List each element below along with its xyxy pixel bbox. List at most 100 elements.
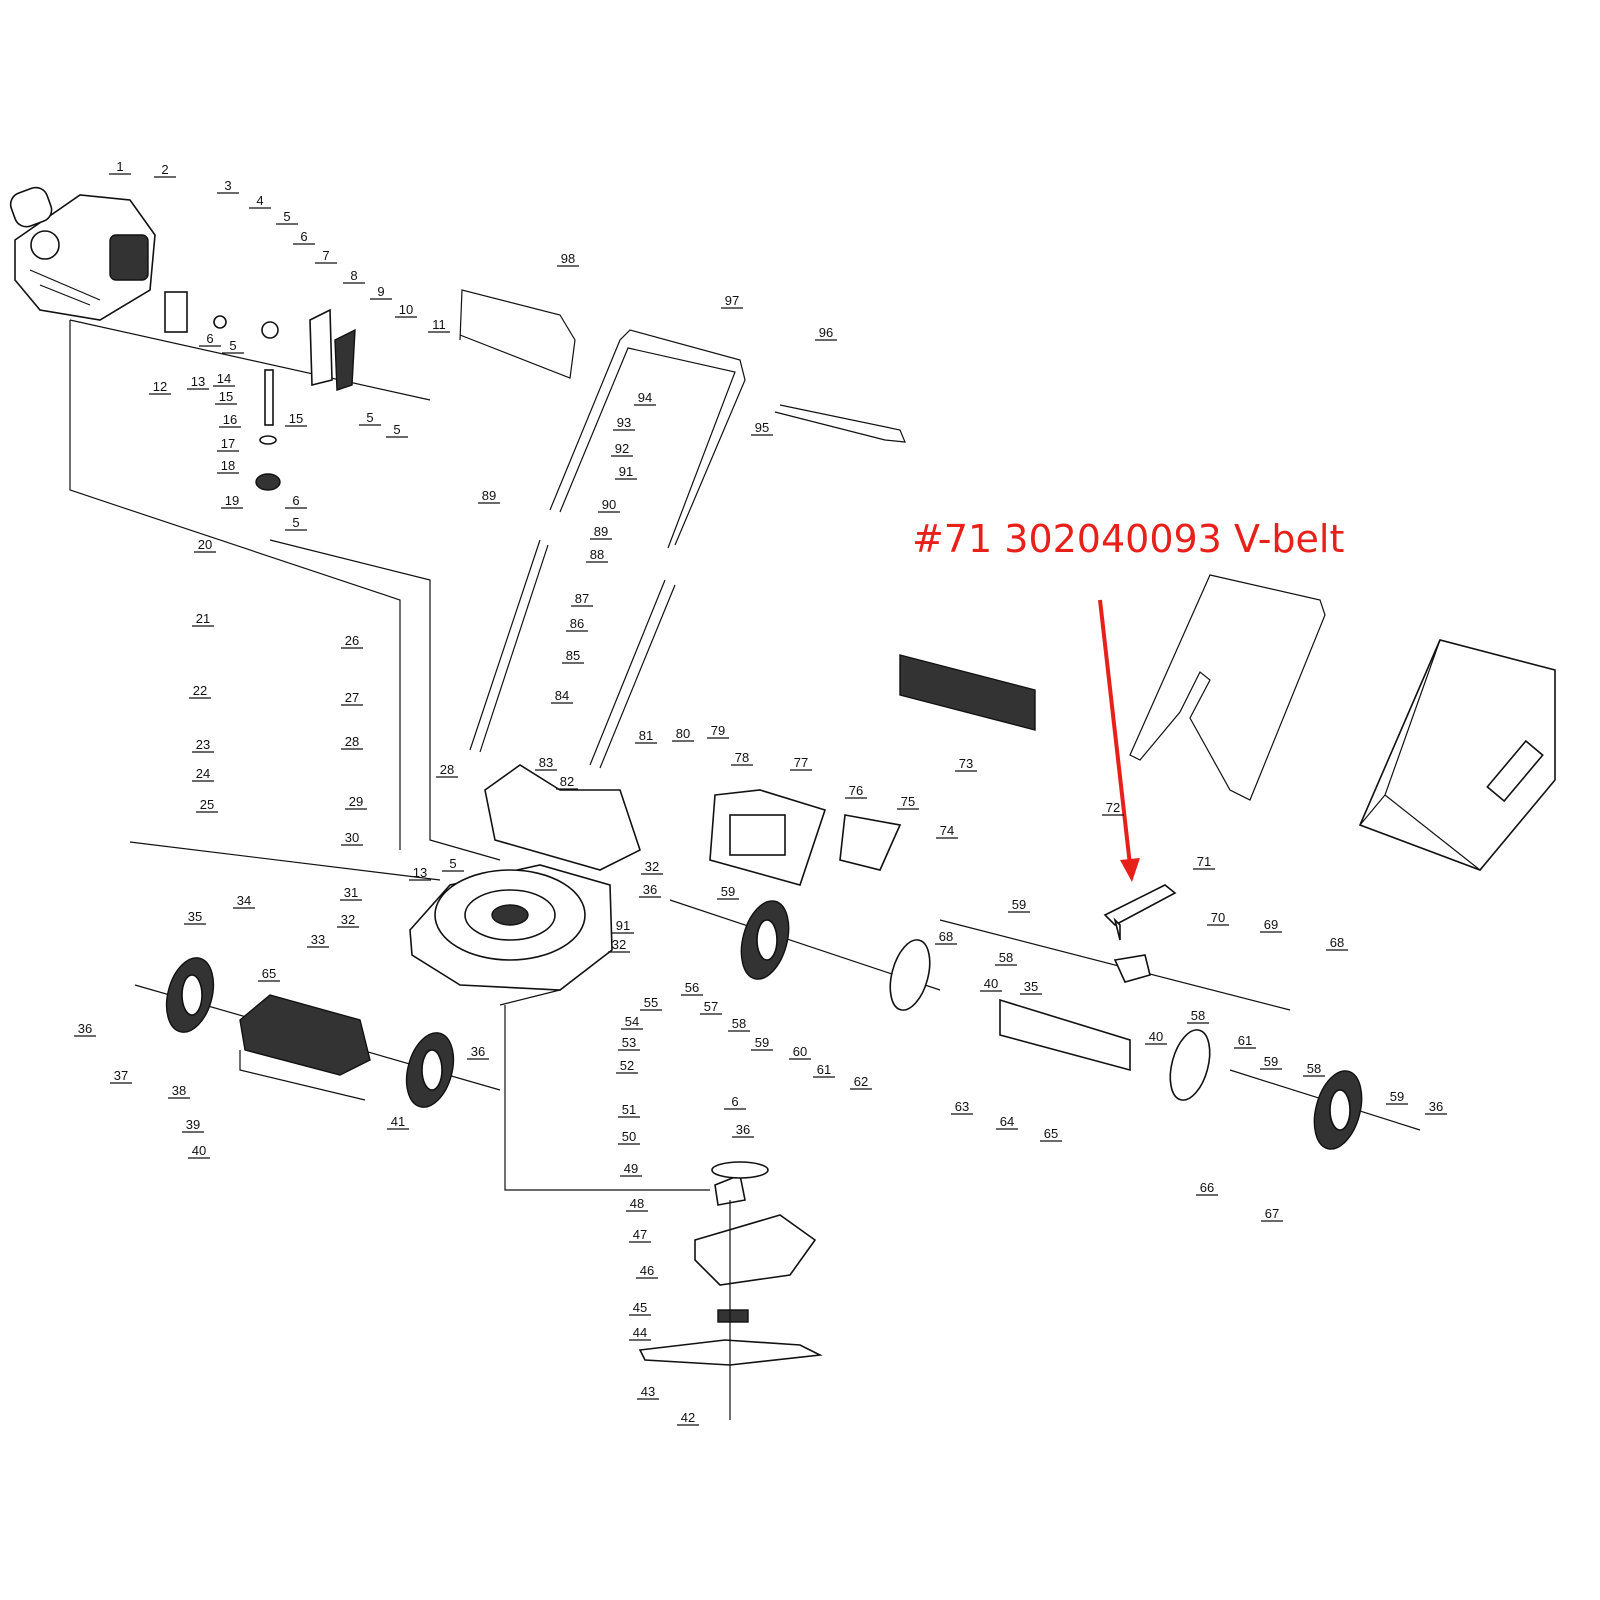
part-label: 6: [293, 229, 315, 245]
part-label: 81: [635, 728, 657, 744]
part-label: 1: [109, 159, 131, 175]
part-label: 75: [897, 794, 919, 810]
rear-axle-housing: [999, 998, 1131, 1072]
part-number: 50: [622, 1129, 636, 1144]
part-number: 75: [901, 794, 915, 809]
part-number: 95: [755, 420, 769, 435]
part-number: 90: [602, 497, 616, 512]
part-number: 26: [345, 633, 359, 648]
part-number: 73: [959, 756, 973, 771]
part-number: 36: [471, 1044, 485, 1059]
part-label: 36: [1425, 1099, 1447, 1115]
part-label: 41: [387, 1114, 409, 1130]
part-label: 77: [790, 755, 812, 771]
part-number: 17: [221, 436, 235, 451]
part-label: 18: [217, 458, 239, 474]
part-number: 36: [643, 882, 657, 897]
part-label: 23: [192, 737, 214, 753]
grass-bag: [1358, 639, 1556, 871]
part-label: 36: [732, 1122, 754, 1138]
part-label: 10: [395, 302, 417, 318]
part-number: 77: [794, 755, 808, 770]
part-number: 49: [624, 1161, 638, 1176]
part-number: 78: [735, 750, 749, 765]
part-number: 5: [366, 410, 373, 425]
part-label: 89: [478, 488, 500, 504]
part-number: 55: [644, 995, 658, 1010]
part-number: 61: [1238, 1033, 1252, 1048]
handle-bracket: [484, 764, 641, 871]
part-number: 4: [256, 193, 263, 208]
part-label: 55: [640, 995, 662, 1011]
part-number: 76: [849, 783, 863, 798]
part-number: 12: [153, 379, 167, 394]
part-label: 6: [285, 493, 307, 509]
part-label: 85: [562, 648, 584, 664]
part-number: 66: [1200, 1180, 1214, 1195]
engine: [9, 186, 156, 321]
part-label: 35: [184, 909, 206, 925]
part-label: 58: [995, 950, 1017, 966]
part-label: 73: [955, 756, 977, 772]
part-number: 59: [755, 1035, 769, 1050]
part-number: 92: [615, 441, 629, 456]
part-label: 3: [217, 178, 239, 194]
part-label: 76: [845, 783, 867, 799]
part-number: 6: [300, 229, 307, 244]
part-number: 37: [114, 1068, 128, 1083]
part-label: 74: [936, 823, 958, 839]
part-label: 9: [370, 284, 392, 300]
part-label: 44: [629, 1325, 651, 1341]
part-label: 36: [467, 1044, 489, 1060]
part-number: 10: [399, 302, 413, 317]
part-number: 16: [223, 412, 237, 427]
part-number: 93: [617, 415, 631, 430]
part-label: 7: [315, 248, 337, 264]
part-label: 95: [751, 420, 773, 436]
part-number: 51: [622, 1102, 636, 1117]
part-label: 22: [189, 683, 211, 699]
part-label: 35: [1020, 979, 1042, 995]
part-number: 5: [393, 422, 400, 437]
part-number: 15: [289, 411, 303, 426]
part-label: 19: [221, 493, 243, 509]
part-label: 36: [639, 882, 661, 898]
part-number: 64: [1000, 1114, 1014, 1129]
rear-flap: [899, 654, 1036, 731]
part-number: 30: [345, 830, 359, 845]
part-number: 59: [1012, 897, 1026, 912]
part-label: 5: [222, 338, 244, 354]
part-number: 59: [1390, 1089, 1404, 1104]
part-label: 40: [1145, 1029, 1167, 1045]
part-label: 88: [586, 547, 608, 563]
part-label: 62: [850, 1074, 872, 1090]
part-callout: #71 302040093 V-belt: [912, 517, 1345, 561]
part-number: 91: [619, 464, 633, 479]
part-label: 49: [620, 1161, 642, 1177]
part-label: 45: [629, 1300, 651, 1316]
part-label: 33: [307, 932, 329, 948]
part-number: 5: [292, 515, 299, 530]
part-label: 24: [192, 766, 214, 782]
part-label: 90: [598, 497, 620, 513]
part-number: 83: [539, 755, 553, 770]
part-label: 92: [611, 441, 633, 457]
part-label: 78: [731, 750, 753, 766]
part-number: 58: [1307, 1061, 1321, 1076]
gear-box: [694, 1214, 817, 1286]
part-number: 85: [566, 648, 580, 663]
part-number: 54: [625, 1014, 639, 1029]
part-number: 42: [681, 1410, 695, 1425]
part-label: 51: [618, 1102, 640, 1118]
part-number: 40: [192, 1143, 206, 1158]
wheels: [165, 900, 1363, 1150]
part-number: 91: [616, 918, 630, 933]
part-label: 59: [1008, 897, 1030, 913]
part-label: 6: [724, 1094, 746, 1110]
part-number: 79: [711, 723, 725, 738]
part-number: 61: [817, 1062, 831, 1077]
part-number: 59: [1264, 1054, 1278, 1069]
part-label: 40: [980, 976, 1002, 992]
